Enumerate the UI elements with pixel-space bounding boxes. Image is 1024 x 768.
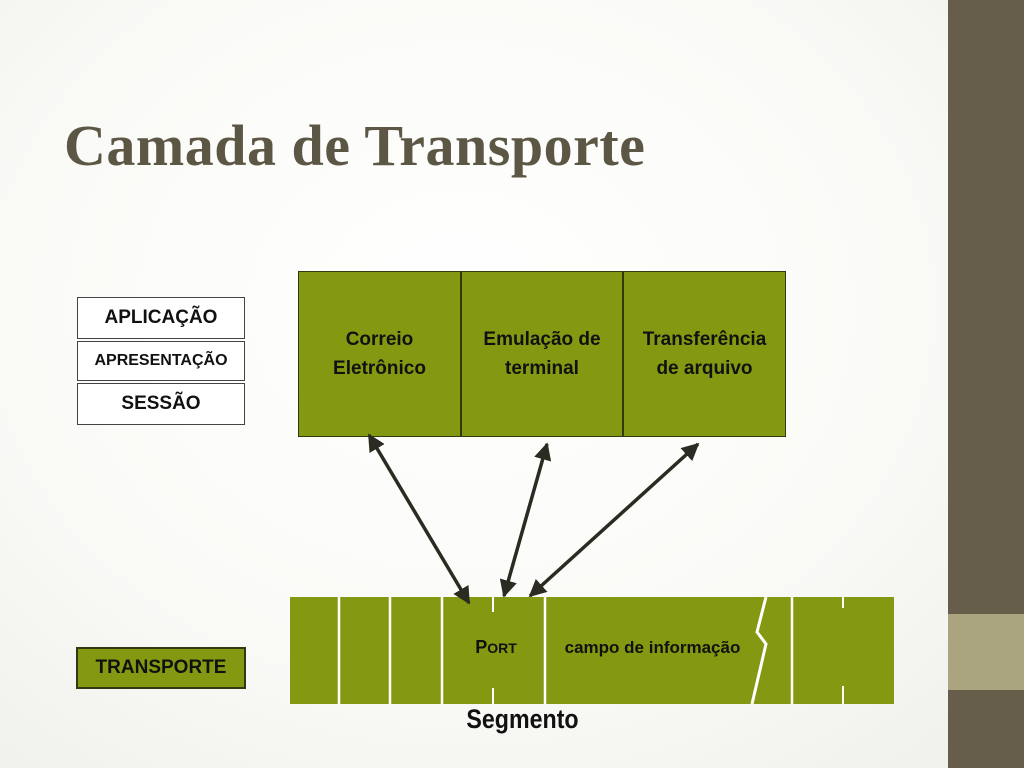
decorative-side-accent xyxy=(948,614,1024,690)
arrow-emulacao xyxy=(499,442,552,598)
segment-port-label: PORT xyxy=(466,637,526,658)
app-label-line2: Eletrônico xyxy=(333,358,426,379)
segment-caption: Segmento xyxy=(466,704,579,734)
segment-break-zigzag xyxy=(750,596,768,705)
app-emulacao-terminal: Emulação de terminal xyxy=(461,271,623,437)
app-label-line1: Transferência xyxy=(642,329,767,350)
port-label-initial: P xyxy=(475,637,488,657)
app-label-line1: Correio xyxy=(345,329,414,350)
app-label-line2: terminal xyxy=(505,358,579,379)
segment-info-label: campo de informação xyxy=(564,638,741,657)
arrow-transferencia xyxy=(528,442,700,598)
layer-aplicacao: APLICAÇÃO xyxy=(77,297,245,339)
layer-transporte: TRANSPORTE xyxy=(76,647,246,689)
slide-title: Camada de Transporte xyxy=(64,113,646,178)
arrow-correio xyxy=(367,433,471,605)
port-label-rest: ORT xyxy=(487,640,517,656)
app-correio-eletronico: Correio Eletrônico xyxy=(298,271,461,437)
layer-apresentacao: APRESENTAÇÃO xyxy=(77,341,245,381)
app-transferencia-arquivo: Transferência de arquivo xyxy=(623,271,786,437)
app-label-line2: de arquivo xyxy=(656,358,753,379)
app-label-line1: Emulação de xyxy=(483,329,601,350)
segment-diagram xyxy=(290,433,894,705)
layer-sessao: SESSÃO xyxy=(77,383,245,425)
